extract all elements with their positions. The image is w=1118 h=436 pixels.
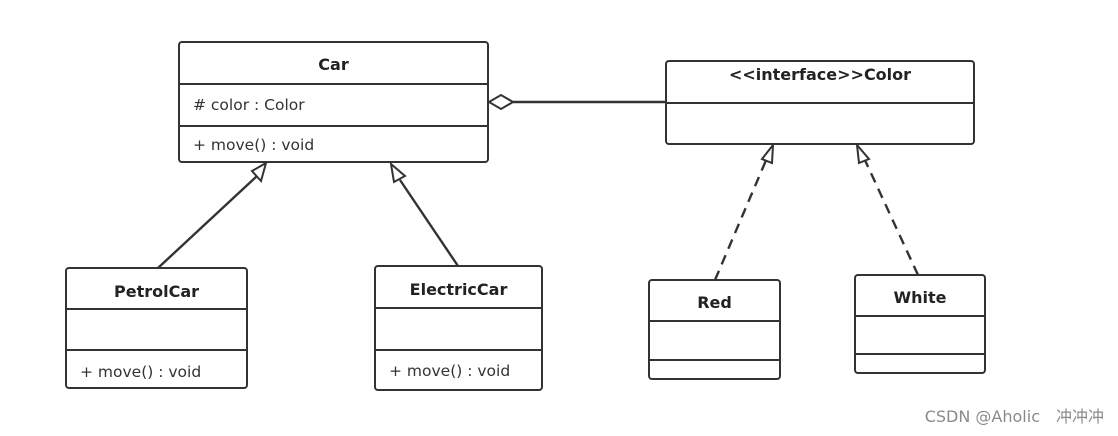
class-box <box>648 279 781 380</box>
realization-white-color <box>855 141 920 276</box>
realization-arrowhead <box>760 141 775 165</box>
class-name: Red <box>697 293 732 312</box>
generalization-line <box>399 179 459 267</box>
generalization-arrowhead <box>250 160 268 184</box>
realization-line <box>713 157 769 281</box>
class-attribute: # color : Color <box>193 96 305 114</box>
realization-arrowhead <box>855 141 871 165</box>
class-electriccar[interactable]: ElectricCar + move() : void <box>374 265 543 391</box>
class-petrolcar[interactable]: PetrolCar + move() : void <box>65 267 248 389</box>
class-method: + move() : void <box>80 363 201 381</box>
class-red[interactable]: Red <box>648 279 781 380</box>
generalization-electriccar-car <box>389 161 459 267</box>
class-method: + move() : void <box>193 136 314 154</box>
watermark-text: CSDN @Aholic 冲冲冲 <box>925 407 1104 426</box>
class-method: + move() : void <box>389 362 510 380</box>
generalization-line <box>157 175 258 269</box>
class-box <box>374 265 543 391</box>
realization-line <box>862 157 920 276</box>
aggregation-car-color <box>487 93 666 111</box>
class-car[interactable]: Car # color : Color + move() : void <box>178 41 489 163</box>
class-name: White <box>893 288 946 307</box>
class-name: ElectricCar <box>410 280 508 299</box>
class-white[interactable]: White <box>854 274 986 374</box>
class-box <box>65 267 248 389</box>
relationships <box>157 93 920 281</box>
class-name: Car <box>318 55 349 74</box>
generalization-petrolcar-car <box>157 160 268 269</box>
realization-red-color <box>713 141 775 281</box>
generalization-arrowhead <box>389 161 407 184</box>
class-box <box>178 41 489 163</box>
class-name: PetrolCar <box>114 282 199 301</box>
class-color-interface[interactable]: <<interface>>Color <box>665 60 975 145</box>
class-box <box>854 274 986 374</box>
aggregation-diamond <box>487 93 515 111</box>
class-name: <<interface>>Color <box>729 65 911 84</box>
